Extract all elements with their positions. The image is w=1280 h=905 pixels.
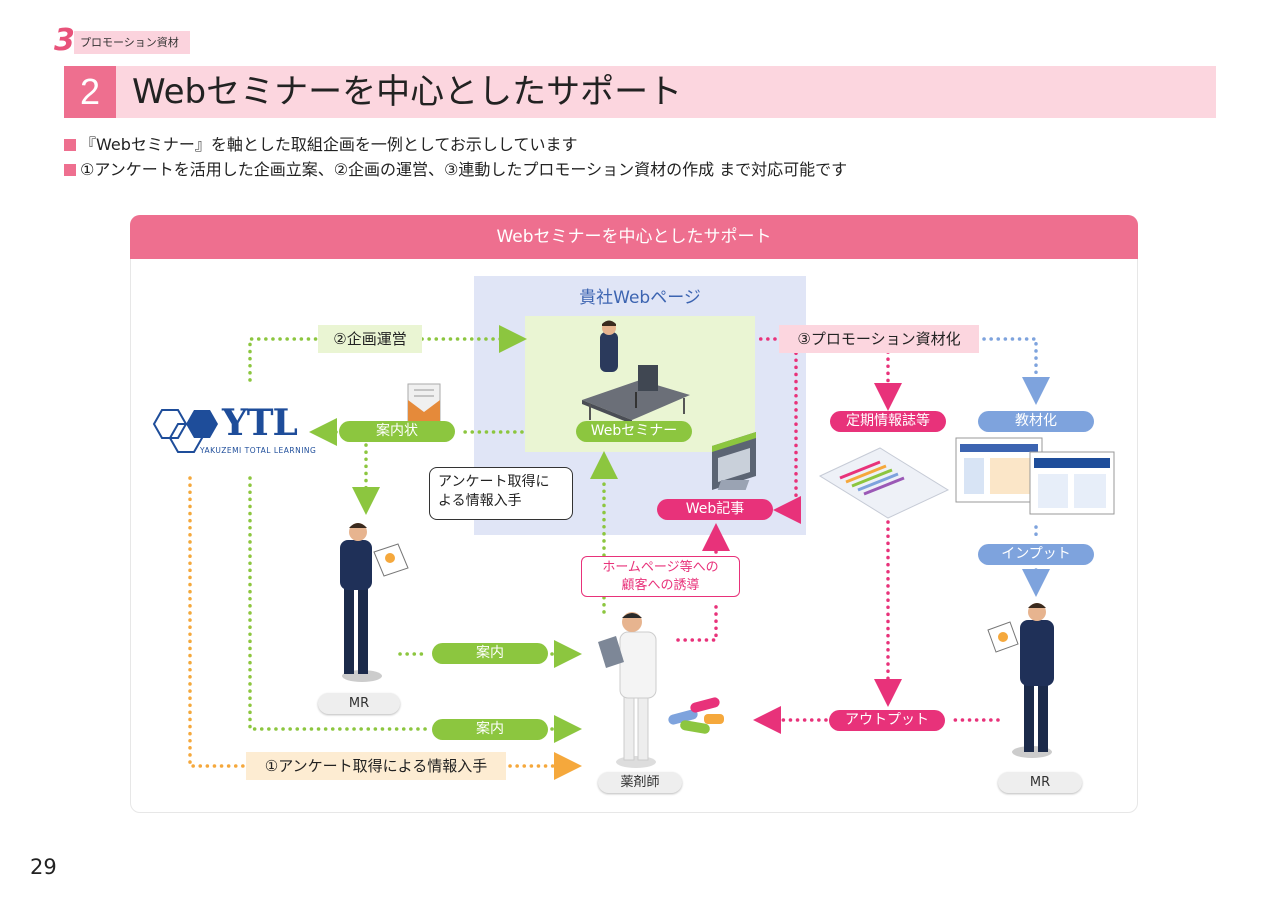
guide1-label: 案内 (432, 643, 548, 664)
teaching-label: 教材化 (978, 411, 1094, 432)
mr-right-label: MR (998, 772, 1082, 793)
web-window-icon (712, 432, 756, 490)
ytl-logo-text: YTL (222, 402, 298, 444)
diagram-header: Webセミナーを中心としたサポート (130, 215, 1138, 259)
survey-bubble: アンケート取得に よる情報入手 (429, 467, 573, 520)
section-number: 3 (54, 23, 75, 58)
line-guide2 (248, 476, 430, 731)
periodic-label: 定期情報誌等 (830, 411, 946, 432)
line-survey (188, 476, 248, 768)
title-bar (64, 66, 1216, 118)
page-number: 29 (30, 855, 57, 879)
output-label: アウトプット (829, 710, 945, 731)
invitation-label: 案内状 (339, 421, 455, 442)
periodic-document-icon (717, 447, 950, 519)
homepage-guide-box: ホームページ等への 顧客への誘導 (581, 556, 740, 597)
seminar-label: Webセミナー (576, 421, 692, 442)
page-title: Webセミナーを中心としたサポート (132, 72, 683, 112)
bullet-square-icon (64, 164, 76, 176)
pharmacist-illustration (598, 612, 657, 768)
line-planning (248, 337, 320, 382)
survey-bubble-line-2: よる情報入手 (438, 493, 522, 509)
mr-left-illustration (340, 523, 409, 682)
survey-label: ①アンケート取得による情報入手 (246, 752, 506, 780)
survey-bubble-line-1: アンケート取得に (438, 474, 550, 490)
line-web-article (773, 344, 801, 524)
homepage-guide-line-1: ホームページ等への (602, 560, 719, 575)
line-teaching-top (982, 337, 1050, 405)
input-label: インプット (978, 544, 1094, 565)
line-homepage (676, 600, 718, 642)
mr-right-illustration (987, 603, 1054, 758)
bullet-2: ①アンケートを活用した企画立案、②企画の運営、③連動したプロモーション資材の作成… (64, 156, 847, 180)
bullet-1: 『Webセミナー』を軸とした取組企画を一例としてお示ししています (64, 131, 577, 155)
medicine-icon (668, 697, 724, 734)
guide2-label: 案内 (432, 719, 548, 740)
ytl-logo-icon (152, 409, 218, 453)
teaching-material-icon (955, 437, 1115, 515)
web-article-label: Web記事 (657, 499, 773, 520)
section-tag: プロモーション資材 (74, 31, 190, 54)
pharmacist-label: 薬剤師 (598, 772, 682, 793)
title-number: 2 (64, 66, 116, 118)
bullet-square-icon (64, 139, 76, 151)
presenter-illustration (582, 320, 690, 440)
homepage-guide-line-2: 顧客への誘導 (621, 578, 700, 593)
webpage-title: 貴社Webページ (579, 288, 701, 308)
ytl-logo-subtext: YAKUZEMI TOTAL LEARNING (200, 446, 317, 455)
planning-label: ②企画運営 (318, 325, 422, 353)
promotion-label: ③プロモーション資材化 (779, 325, 979, 353)
mr-left-label: MR (318, 693, 400, 714)
